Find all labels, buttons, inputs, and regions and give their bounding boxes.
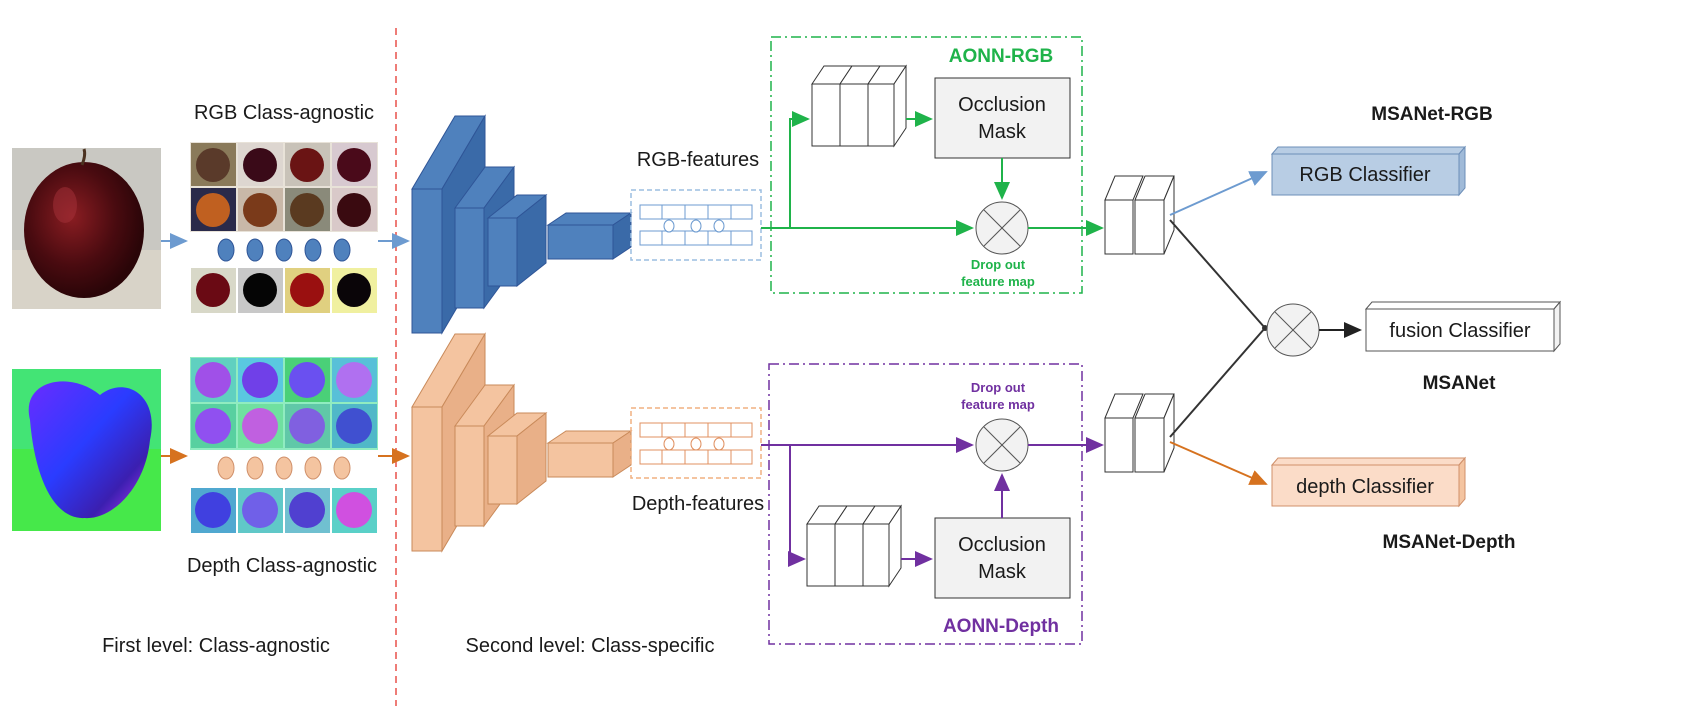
aonn-rgb-multiply-node [975, 201, 1029, 255]
depth-cnn-backbone [411, 332, 633, 553]
fusion-multiply-node [1266, 303, 1320, 357]
rgb-features-box [630, 189, 762, 261]
rgb-input-image [12, 148, 161, 309]
first-level-caption: First level: Class-agnostic [102, 635, 330, 657]
msanet-rgb-label: MSANet-RGB [1371, 104, 1492, 125]
svg-text:Mask: Mask [978, 121, 1027, 143]
depth-output-feature-block [1104, 393, 1175, 473]
rgb-features-label: RGB-features [637, 149, 759, 171]
second-level-caption: Second level: Class-specific [466, 635, 715, 657]
aonn-depth-dropout-line1: Drop out [971, 380, 1026, 395]
rgb-to-classifier-arrow [1169, 171, 1268, 216]
aonn-depth-occlusion-mask: Occlusion Mask [934, 517, 1071, 599]
aonn-rgb-title: AONN-RGB [949, 46, 1054, 67]
depth-thumbnail-grid [190, 357, 378, 533]
aonn-rgb-arrows [761, 111, 1104, 236]
aonn-rgb-occlusion-mask: Occlusion Mask [934, 77, 1071, 159]
depth-to-classifier-arrow [1169, 441, 1268, 485]
depth-input-image [12, 369, 161, 531]
msanet-depth-label: MSANet-Depth [1383, 532, 1516, 553]
aonn-depth-multiply-node [975, 418, 1029, 472]
svg-text:RGB Classifier: RGB Classifier [1299, 164, 1430, 186]
aonn-depth-dropout-line2: feature map [961, 397, 1035, 412]
aonn-depth-arrows [761, 437, 1104, 567]
rgb-thumbnail-grid [190, 142, 378, 313]
depth-to-fusion-line [1169, 327, 1266, 438]
depth-features-box [630, 407, 762, 479]
svg-text:depth Classifier: depth Classifier [1296, 476, 1434, 498]
rgb-classifier-box: RGB Classifier [1270, 145, 1467, 197]
aonn-depth-feature-stack [806, 504, 902, 588]
depth-classifier-box: depth Classifier [1270, 456, 1467, 508]
aonn-depth-frame [768, 363, 1083, 645]
rgb-to-fusion-line [1169, 219, 1266, 329]
rgb-class-agnostic-label: RGB Class-agnostic [194, 102, 374, 124]
fusion-classifier-box: fusion Classifier [1364, 300, 1562, 353]
aonn-rgb-frame [770, 36, 1083, 294]
aonn-rgb-feature-stack [811, 64, 907, 148]
svg-text:Occlusion: Occlusion [958, 534, 1046, 556]
svg-text:fusion Classifier: fusion Classifier [1389, 320, 1531, 342]
msanet-label: MSANet [1423, 373, 1497, 394]
rgb-output-feature-block [1104, 175, 1175, 255]
rgb-cnn-backbone [411, 114, 633, 335]
aonn-rgb-dropout-line1: Drop out [971, 257, 1026, 272]
svg-text:Occlusion: Occlusion [958, 94, 1046, 116]
aonn-rgb-dropout-line2: feature map [961, 274, 1035, 289]
svg-text:Mask: Mask [978, 561, 1027, 583]
aonn-depth-title: AONN-Depth [943, 616, 1059, 637]
depth-features-label: Depth-features [632, 493, 764, 515]
depth-class-agnostic-label: Depth Class-agnostic [187, 555, 377, 577]
